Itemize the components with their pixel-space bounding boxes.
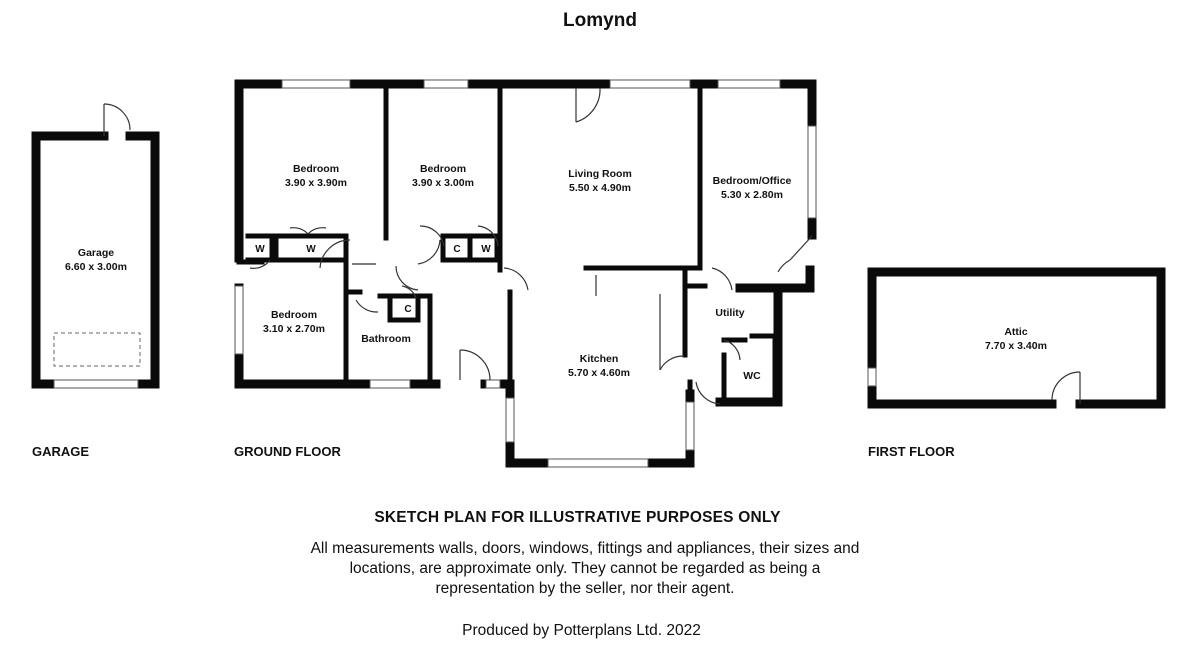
- wardrobe-1-label: W: [255, 244, 265, 255]
- ground-floor-section-label: GROUND FLOOR: [234, 444, 341, 459]
- bedroom-2-size: 3.90 x 3.00m: [412, 177, 474, 189]
- attic-size: 7.70 x 3.40m: [985, 340, 1047, 352]
- kitchen-name: Kitchen: [580, 353, 619, 365]
- kitchen-size: 5.70 x 4.60m: [568, 367, 630, 379]
- bedroom-3-name: Bedroom: [271, 309, 317, 321]
- office-name: Bedroom/Office: [713, 175, 792, 187]
- cupboard-1-label: C: [453, 244, 460, 255]
- ground-floor-plan: W W C W C Bedroom 3.90 x 3.90m Bedroom 3…: [234, 79, 817, 468]
- living-room-size: 5.50 x 4.90m: [569, 182, 631, 194]
- wardrobe-2-label: W: [306, 244, 316, 255]
- plan-title: Lomynd: [563, 10, 637, 31]
- wc-name: WC: [743, 370, 761, 382]
- disclaimer-body: All measurements walls, doors, windows, …: [310, 540, 860, 597]
- bedroom-3-size: 3.10 x 2.70m: [263, 323, 325, 335]
- cupboard-2-label: C: [404, 304, 411, 315]
- garage-plan: Garage 6.60 x 3.00m: [31, 103, 160, 389]
- garage-size: 6.60 x 3.00m: [65, 261, 127, 273]
- disclaimer-heading: SKETCH PLAN FOR ILLUSTRATIVE PURPOSES ON…: [374, 509, 781, 526]
- utility-name: Utility: [715, 307, 744, 319]
- producer-credit: Produced by Potterplans Ltd. 2022: [462, 622, 701, 639]
- bedroom-1-size: 3.90 x 3.90m: [285, 177, 347, 189]
- wardrobe-3-label: W: [481, 244, 491, 255]
- garage-section-label: GARAGE: [32, 444, 89, 459]
- first-floor-plan: Attic 7.70 x 3.40m: [867, 267, 1166, 409]
- living-room-name: Living Room: [568, 168, 632, 180]
- attic-name: Attic: [1004, 326, 1027, 338]
- first-floor-section-label: FIRST FLOOR: [868, 444, 955, 459]
- bedroom-2-name: Bedroom: [420, 163, 466, 175]
- bedroom-1-name: Bedroom: [293, 163, 339, 175]
- bathroom-name: Bathroom: [361, 333, 411, 345]
- office-size: 5.30 x 2.80m: [721, 189, 783, 201]
- garage-name: Garage: [78, 247, 114, 259]
